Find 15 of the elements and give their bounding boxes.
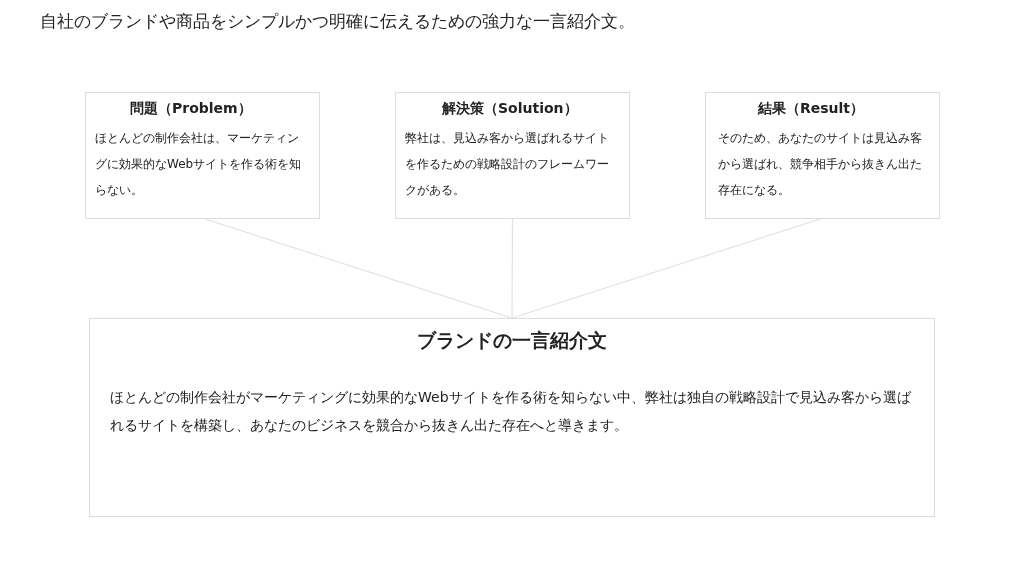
card-heading: 解決策（Solution） xyxy=(442,99,578,118)
text-card xyxy=(85,92,320,219)
card-heading: ブランドの一言紹介文 xyxy=(416,328,608,353)
text-card xyxy=(395,92,630,219)
card-heading: 結果（Result） xyxy=(758,99,865,118)
connector-line xyxy=(204,218,513,319)
text-card xyxy=(89,318,935,517)
card-text: そのため、あなたのサイトは見込み客から選ばれ、競争相手から抜きん出た存在になる。 xyxy=(718,130,923,199)
text-card xyxy=(705,92,940,219)
card-text: 弊社は、見込み客から選ばれるサイトを作るための戦略設計のフレームワークがある。 xyxy=(405,130,610,199)
card-text: ほとんどの制作会社は、マーケティングに効果的なWebサイトを作る術を知らない。 xyxy=(95,130,303,199)
card-heading: 問題（Problem） xyxy=(130,99,252,118)
title: 自社のブランドや商品をシンプルかつ明確に伝えるための強力な一言紹介文。 xyxy=(40,10,635,33)
card-text: ほとんどの制作会社がマーケティングに効果的なWebサイトを作る術を知らない中、弊社は独自の戦略設計で見込み客から選ばれるサイトを構築し、あなたのビジネスを競合から抜きん出た存在へと導きます。 xyxy=(110,388,912,435)
connector-line xyxy=(511,218,821,319)
